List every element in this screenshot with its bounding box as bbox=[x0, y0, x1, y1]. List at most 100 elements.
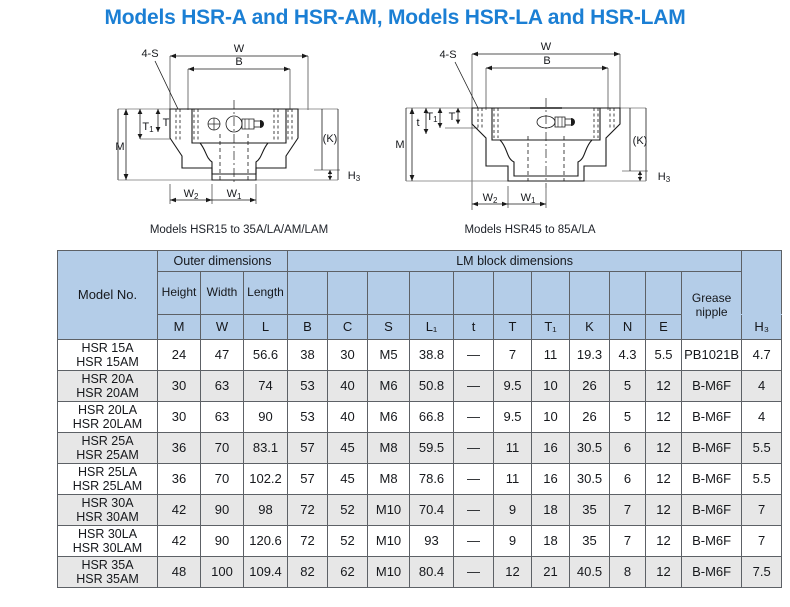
cell-k: 30.5 bbox=[569, 432, 611, 464]
header-sym-w: W bbox=[200, 314, 244, 340]
header-sym-s: S bbox=[367, 314, 411, 340]
cell-w: 90 bbox=[200, 525, 244, 557]
model-line-2: HSR 20LAM bbox=[72, 417, 143, 431]
header-sym-m: M bbox=[157, 314, 201, 340]
label-4s: 4-S bbox=[439, 49, 456, 61]
cell-s: M10 bbox=[367, 525, 411, 557]
header-sym-b: B bbox=[287, 314, 329, 340]
cell-t1: 10 bbox=[531, 370, 571, 402]
cell-grease: B-M6F bbox=[681, 432, 743, 464]
cell-l1: 59.5 bbox=[409, 432, 455, 464]
header-e-blank bbox=[645, 271, 683, 315]
model-line-1: HSR 30A bbox=[81, 495, 134, 510]
label-b: B bbox=[235, 56, 242, 68]
figure-hsr15-35: W B 4-S M T1 T (K) H3 W2 W1 Models HSR15… bbox=[108, 38, 370, 248]
header-k-blank bbox=[569, 271, 611, 315]
figure-hsr45-85: W B 4-S M t T1 T (K) H3 W2 W1 Models HSR… bbox=[382, 38, 678, 248]
cell-m: 30 bbox=[157, 370, 201, 402]
header-sym-k: K bbox=[569, 314, 611, 340]
cell-w: 90 bbox=[200, 494, 244, 526]
header-c-blank bbox=[327, 271, 369, 315]
figure-left-drawing: W B 4-S M T1 T (K) H3 W2 W1 bbox=[115, 43, 361, 204]
cell-t1: 18 bbox=[531, 525, 571, 557]
cell-s: M6 bbox=[367, 370, 411, 402]
figure-left-caption: Models HSR15 to 35A/LA/AM/LAM bbox=[149, 224, 329, 236]
cell-n: 5 bbox=[609, 401, 647, 433]
cell-m: 36 bbox=[157, 463, 201, 495]
cell-n: 8 bbox=[609, 556, 647, 588]
model-line-2: HSR 25LAM bbox=[72, 479, 143, 493]
cell-w: 100 bbox=[200, 556, 244, 588]
cell-c: 45 bbox=[327, 432, 369, 464]
cell-b: 38 bbox=[287, 339, 329, 371]
cell-grease: B-M6F bbox=[681, 401, 743, 433]
model-line-2: HSR 25AM bbox=[76, 448, 139, 462]
header-height: Height bbox=[157, 271, 201, 315]
label-w2: W2 bbox=[483, 192, 498, 205]
cell-t: — bbox=[453, 370, 495, 402]
cell-l: 109.4 bbox=[242, 556, 289, 588]
cell-k: 19.3 bbox=[569, 339, 611, 371]
label-w: W bbox=[541, 41, 552, 53]
model-line-1: HSR 25LA bbox=[77, 464, 138, 479]
model-line-2: HSR 15AM bbox=[76, 355, 139, 369]
header-sym-c: C bbox=[327, 314, 369, 340]
cell-t: — bbox=[453, 339, 495, 371]
cell-t: 9 bbox=[493, 525, 533, 557]
cell-l: 98 bbox=[242, 494, 289, 526]
header-lm-block-dimensions: LM block dimensions bbox=[287, 250, 743, 272]
cell-t: 11 bbox=[493, 463, 533, 495]
figure-right-caption: Models HSR45 to 85A/LA bbox=[464, 224, 596, 236]
header-grease-nipple: Grease nipple bbox=[681, 271, 743, 340]
cell-h3: 4.7 bbox=[741, 339, 783, 371]
cell-c: 52 bbox=[327, 494, 369, 526]
header-b-blank bbox=[287, 271, 329, 315]
cell-m: 48 bbox=[157, 556, 201, 588]
page-title: Models HSR-A and HSR-AM, Models HSR-LA a… bbox=[104, 6, 686, 29]
cell-n: 6 bbox=[609, 432, 647, 464]
label-m: M bbox=[115, 141, 124, 153]
cell-e: 5.5 bbox=[645, 339, 683, 371]
cell-h3: 5.5 bbox=[741, 463, 783, 495]
cell-m: 42 bbox=[157, 494, 201, 526]
dimension-table: Model No. Outer dimensions LM block dime… bbox=[57, 250, 783, 588]
label-h3: H3 bbox=[658, 171, 671, 184]
cell-b: 82 bbox=[287, 556, 329, 588]
model-line-1: HSR 25A bbox=[81, 433, 134, 448]
cell-t1: 21 bbox=[531, 556, 571, 588]
header-model-no: Model No. bbox=[57, 250, 158, 340]
cell-t: 11 bbox=[493, 432, 533, 464]
cell-n: 4.3 bbox=[609, 339, 647, 371]
header-sym-t-small: t bbox=[453, 314, 495, 340]
cell-s: M8 bbox=[367, 463, 411, 495]
model-line-1: HSR 20LA bbox=[77, 402, 138, 417]
cell-h3: 7 bbox=[741, 525, 783, 557]
cell-l: 83.1 bbox=[242, 432, 289, 464]
cell-l1: 38.8 bbox=[409, 339, 455, 371]
cell-b: 53 bbox=[287, 401, 329, 433]
cell-l: 120.6 bbox=[242, 525, 289, 557]
figure-right-drawing: W B 4-S M t T1 T (K) H3 W2 W1 bbox=[395, 41, 671, 210]
cell-s: M6 bbox=[367, 401, 411, 433]
cell-l1: 66.8 bbox=[409, 401, 455, 433]
cell-t: — bbox=[453, 401, 495, 433]
cell-b: 57 bbox=[287, 432, 329, 464]
cell-s: M5 bbox=[367, 339, 411, 371]
label-b: B bbox=[543, 55, 550, 67]
header-s-blank bbox=[367, 271, 411, 315]
cell-m: 36 bbox=[157, 432, 201, 464]
cell-t1: 10 bbox=[531, 401, 571, 433]
cell-l: 102.2 bbox=[242, 463, 289, 495]
cell-k: 26 bbox=[569, 401, 611, 433]
cell-m: 42 bbox=[157, 525, 201, 557]
cell-l: 90 bbox=[242, 401, 289, 433]
header-length: Length bbox=[242, 271, 289, 315]
